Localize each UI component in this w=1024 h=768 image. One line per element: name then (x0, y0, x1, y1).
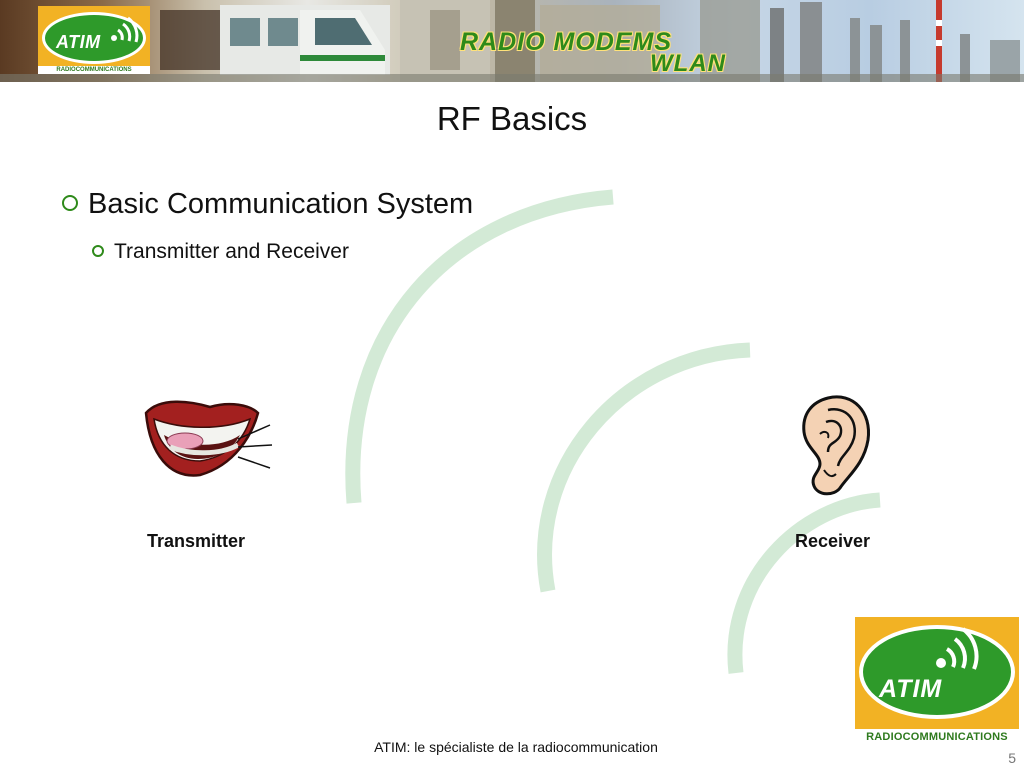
bullet-level1-text: Basic Communication System (88, 188, 474, 220)
wave-arc-large (345, 189, 614, 504)
bullet-level1: Basic Communication System (62, 188, 473, 221)
bullet-marker-icon (62, 195, 78, 211)
page-number: 5 (1008, 750, 1016, 766)
logo-ring (859, 625, 1015, 719)
logo-name: ATIM (56, 32, 101, 52)
bullet-level2: Transmitter and Receiver (92, 240, 349, 264)
banner-title: RADIO MODEMS (460, 28, 672, 56)
slide-title: RF Basics (436, 100, 588, 137)
header-banner: ATIM RADIOCOMMUNICATIONS RADIO MODEMS WL… (0, 0, 1024, 82)
ear-icon (802, 395, 871, 496)
radio-waves-icon (111, 16, 139, 43)
banner-subtitle: WLAN (650, 50, 726, 77)
atim-logo[interactable]: ATIM RADIOCOMMUNICATIONS (855, 617, 1019, 745)
logo-name: ATIM (879, 675, 943, 703)
industrial-scene-image (0, 0, 1024, 82)
bullet-marker-icon (92, 245, 104, 257)
bullet-level2-text: Transmitter and Receiver (114, 240, 349, 263)
transmitter-label: Transmitter (147, 531, 246, 551)
wave-arc-medium (537, 342, 751, 593)
radio-waves-icon (936, 627, 979, 670)
logo-subtitle: RADIOCOMMUNICATIONS (38, 66, 150, 74)
footer-text: ATIM: le spécialiste de la radiocommunic… (374, 739, 658, 755)
receiver-label: Receiver (795, 531, 871, 551)
logo-subtitle: RADIOCOMMUNICATIONS (866, 731, 1008, 743)
wave-arc-small (727, 492, 881, 674)
atim-logo-small[interactable]: ATIM RADIOCOMMUNICATIONS (38, 6, 150, 74)
mouth-icon (144, 400, 273, 477)
